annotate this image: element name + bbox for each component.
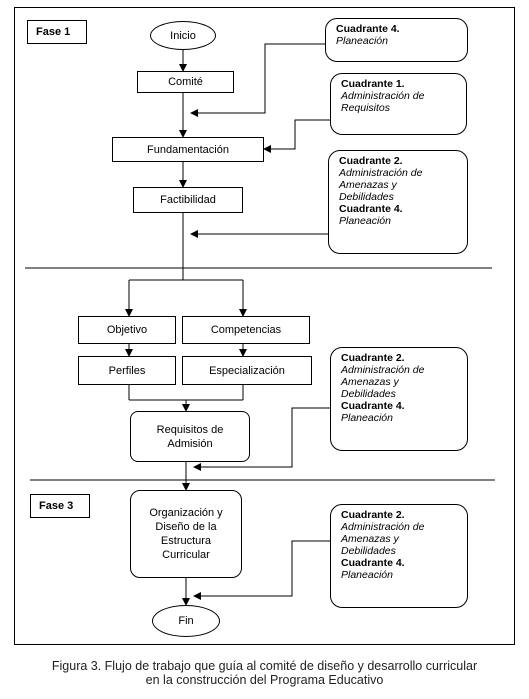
node-factibilidad: Factibilidad (133, 187, 243, 213)
note5-line-c: Debilidades (341, 545, 396, 557)
phase-label-fase1: Fase 1 (27, 20, 87, 44)
node-organizacion-diseno: Organización y Diseño de la Estructura C… (130, 490, 242, 578)
node-fin-label: Fin (178, 615, 194, 627)
note4-line-b: Amenazas y (341, 376, 399, 388)
node-organizacion-label-1: Organización y (149, 507, 223, 519)
note1-text: Planeación (336, 35, 388, 47)
node-competencias-label: Competencias (210, 324, 282, 336)
node-especializacion: Especialización (182, 356, 312, 385)
note4-line-d: Planeación (341, 412, 393, 424)
note5-line-a: Administración de (341, 521, 425, 533)
phase-label-fase3: Fase 3 (30, 494, 90, 518)
note5-title1: Cuadrante 2. (341, 509, 405, 521)
note5-title2: Cuadrante 4. (341, 557, 405, 569)
note4-title1: Cuadrante 2. (341, 352, 405, 364)
note3-line-a: Administración de (339, 167, 423, 179)
note3-line-b: Amenazas y (339, 179, 397, 191)
node-comite: Comité (137, 71, 234, 93)
note4-title2: Cuadrante 4. (341, 400, 405, 412)
node-fin: Fin (152, 605, 220, 637)
note3-line-d: Planeación (339, 215, 391, 227)
node-inicio: Inicio (150, 21, 216, 50)
note2-title: Cuadrante 1. (341, 78, 405, 90)
note5-line-d: Planeación (341, 569, 393, 581)
arrow-note2 (263, 119, 330, 153)
caption-line-1: Figura 3. Flujo de trabajo que guía al c… (51, 659, 478, 673)
node-competencias: Competencias (182, 316, 310, 344)
note3-title2: Cuadrante 4. (339, 203, 403, 215)
figure-caption: Figura 3. Flujo de trabajo que guía al c… (0, 659, 529, 687)
note2-text2: Requisitos (341, 102, 391, 114)
note2-text1: Administración de (341, 90, 425, 102)
node-requisitos-label-1: Requisitos de (156, 423, 224, 436)
node-organizacion-label-4: Curricular (162, 549, 210, 561)
node-organizacion-label-3: Estructura (160, 535, 212, 547)
node-especializacion-label: Especialización (209, 364, 285, 377)
node-factibilidad-label: Factibilidad (160, 194, 216, 206)
diagram-frame (14, 7, 515, 645)
note1-title: Cuadrante 4. (336, 23, 400, 35)
node-objetivo-label: Objetivo (106, 324, 148, 336)
node-organizacion-label-2: Diseño de la (155, 521, 217, 533)
node-fundamentacion-label: Fundamentación (147, 143, 229, 156)
arrow-note5 (193, 540, 330, 600)
node-comite-label: Comité (168, 76, 203, 88)
arrow-note4 (193, 407, 330, 471)
arrow-note1 (190, 43, 325, 117)
node-inicio-label: Inicio (170, 29, 196, 42)
node-requisitos-admision: Requisitos de Admisión (130, 411, 250, 462)
note3-line-c: Debilidades (339, 191, 394, 203)
node-requisitos-label-2: Admisión (167, 437, 213, 450)
node-objetivo: Objetivo (78, 316, 176, 344)
node-fundamentacion: Fundamentación (112, 137, 264, 162)
note4-line-a: Administración de (341, 364, 425, 376)
note-cuadrante4-planeacion: Cuadrante 4. Planeación (325, 18, 468, 62)
node-perfiles: Perfiles (78, 356, 176, 385)
note-cuadrante2-cuadrante4-a: Cuadrante 2. Administración de Amenazas … (328, 150, 468, 254)
note4-line-c: Debilidades (341, 388, 396, 400)
note-cuadrante1-requisitos: Cuadrante 1. Administración de Requisito… (330, 73, 467, 135)
note-cuadrante2-cuadrante4-c: Cuadrante 2. Administración de Amenazas … (330, 504, 468, 608)
note3-title1: Cuadrante 2. (339, 155, 403, 167)
node-perfiles-label: Perfiles (108, 364, 146, 377)
note-cuadrante2-cuadrante4-b: Cuadrante 2. Administración de Amenazas … (330, 347, 468, 451)
note5-line-b: Amenazas y (341, 533, 399, 545)
caption-line-2: en la construcción del Programa Educativ… (145, 673, 384, 687)
